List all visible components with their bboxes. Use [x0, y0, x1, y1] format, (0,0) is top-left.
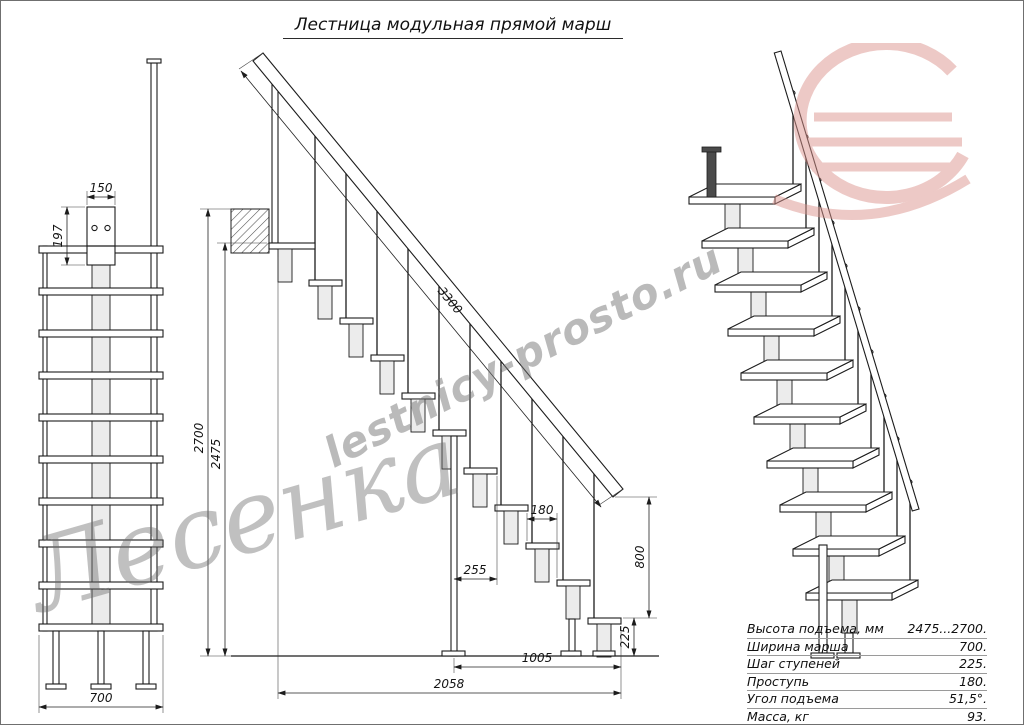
spec-label: Масса, кг — [747, 708, 809, 724]
spec-value: 225. — [959, 656, 987, 671]
spec-row: Проступь 180. — [747, 673, 987, 691]
front-post-cap — [146, 58, 162, 64]
dimension-label: 2475 — [209, 439, 223, 470]
spec-label: Ширина марша — [747, 638, 849, 654]
dimension-label: 150 — [90, 181, 113, 195]
dim-bracket-height: 197 — [51, 206, 85, 266]
dim-support-offset: 255 — [453, 476, 498, 585]
front-left-rail — [42, 245, 48, 632]
dimension-label: 800 — [633, 545, 647, 568]
spec-value: 93. — [967, 708, 987, 724]
dimension-label: 180 — [531, 503, 554, 517]
front-legs — [45, 630, 157, 690]
dimension-label: 2058 — [434, 677, 465, 691]
iso-tread — [805, 579, 919, 634]
iso-tread — [740, 359, 854, 414]
dimension-label: 1005 — [522, 651, 553, 665]
spec-value: 700. — [959, 638, 987, 654]
dim-march-width: 700 — [38, 635, 164, 713]
dim-support-to-end: 1005 — [453, 626, 622, 699]
spec-label: Шаг ступеней — [747, 656, 840, 671]
spec-row: Угол подъема 51,5°. — [747, 691, 987, 709]
front-wall-bracket — [86, 206, 116, 266]
iso-tread — [779, 491, 893, 546]
spec-label: Высота подъема, мм — [747, 621, 884, 636]
spec-value: 51,5°. — [948, 691, 987, 706]
dim-total-height: 2700 — [192, 208, 233, 657]
dim-tread-depth: 180 — [526, 503, 558, 578]
dimension-label: 225 — [618, 626, 632, 649]
spec-label: Угол подъема — [747, 691, 839, 706]
dim-first-riser: 225 — [618, 617, 637, 657]
spec-row: Масса, кг 93. — [747, 709, 987, 725]
dim-rail-post-width: 150 — [86, 181, 116, 205]
spec-value: 180. — [959, 673, 987, 689]
spec-row: Высота подъема, мм 2475...2700. — [747, 621, 987, 639]
dimension-label: 2700 — [192, 422, 206, 453]
dim-total-run: 2058 — [277, 257, 622, 699]
iso-tread — [766, 447, 880, 502]
dim-rail-end-height: 800 — [615, 496, 657, 619]
spec-value: 2475...2700. — [907, 621, 987, 636]
dimension-label: 197 — [51, 224, 65, 247]
front-spine-column — [91, 252, 111, 632]
dimension-label: 255 — [464, 563, 487, 577]
side-spine-modules — [277, 248, 612, 658]
isometric-view — [688, 50, 920, 659]
iso-tread — [727, 315, 841, 370]
spec-label: Проступь — [747, 673, 810, 689]
iso-wall-bracket — [701, 146, 722, 198]
iso-treads — [688, 183, 919, 634]
side-top-post — [271, 79, 279, 244]
spec-row: Ширина марша 700. — [747, 638, 987, 656]
side-view: 2700 2475 3300 180 255 — [192, 52, 659, 699]
drawing-title: Лестница модульная прямой марш — [283, 15, 623, 39]
dimension-label: 700 — [90, 691, 113, 705]
spec-table: Высота подъема, мм 2475...2700. Ширина м… — [747, 621, 987, 725]
spec-row: Шаг ступеней 225. — [747, 656, 987, 674]
dim-clear-height: 2475 — [209, 242, 267, 657]
floor-slab-hatch — [230, 208, 270, 254]
front-view: 150 197 700 — [38, 58, 164, 713]
